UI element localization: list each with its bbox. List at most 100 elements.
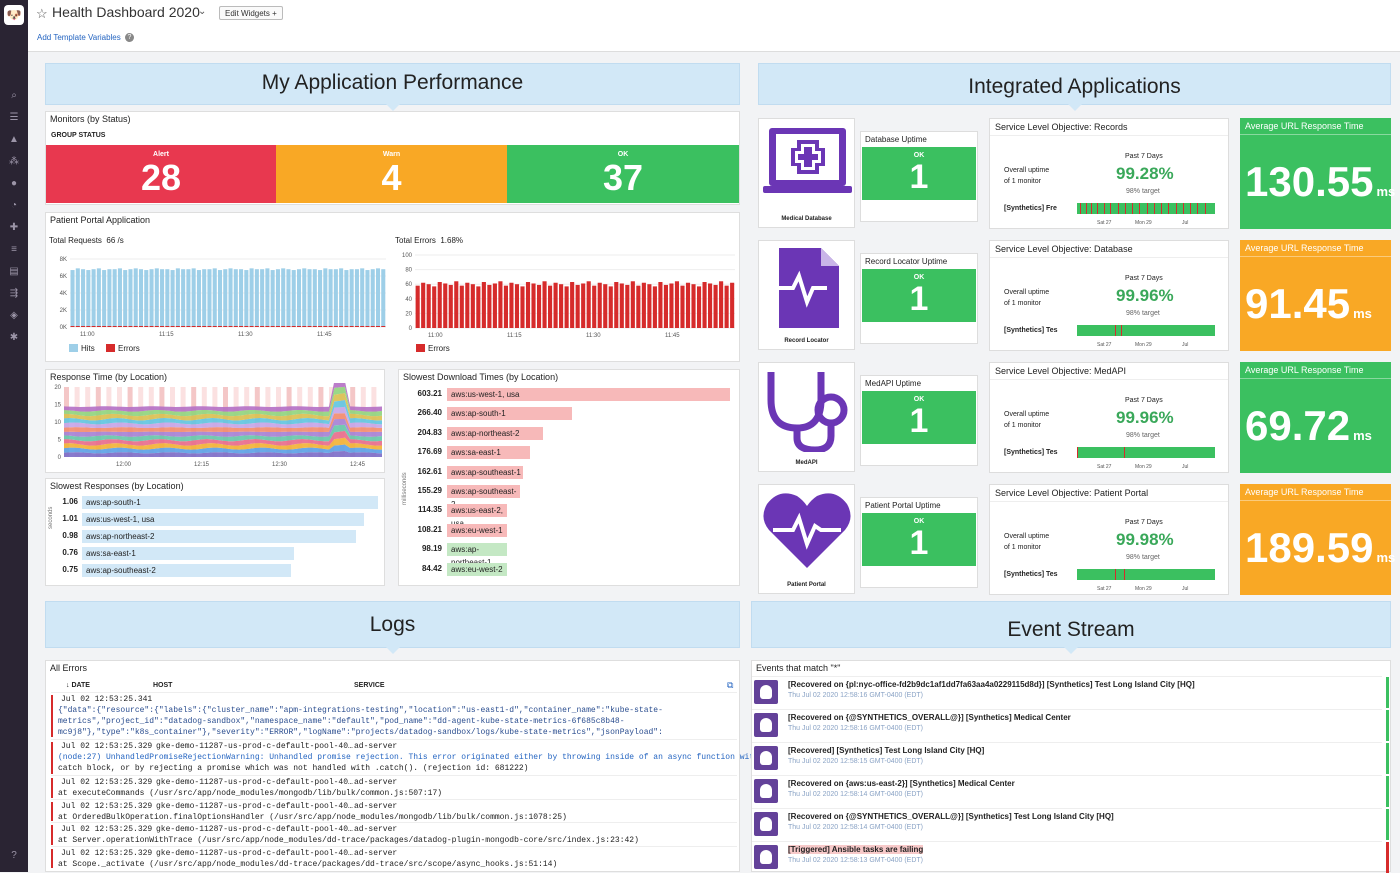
log-message: metrics","project_id":"datadog-sandbox",… (58, 717, 625, 726)
shield-icon[interactable]: ◈ (10, 310, 18, 321)
app-card[interactable]: MedAPI (758, 362, 855, 472)
help-icon[interactable]: ? (125, 33, 134, 42)
datadog-logo-icon[interactable]: 🐶 (4, 5, 24, 25)
event-title[interactable]: [Triggered] Ansible tasks are failing (788, 845, 924, 854)
notebook-icon[interactable]: ▤ (9, 266, 19, 277)
col-date[interactable]: ↓ DATE (66, 682, 90, 689)
bar-row[interactable]: aws:ap-southeast-2 (82, 564, 292, 577)
list-icon[interactable]: ☰ (9, 112, 19, 123)
error-bar (51, 742, 53, 774)
bar-row[interactable]: aws:ap-southeast-1 (447, 465, 524, 479)
errors-bar (202, 326, 207, 327)
event-title[interactable]: [Recovered on {pl:nyc-office-fd2b9dc1af1… (788, 680, 1195, 689)
bar-row[interactable]: aws:eu-west-2 (447, 562, 507, 576)
help-icon[interactable]: ? (11, 850, 17, 861)
legend-errors: Errors (106, 344, 140, 353)
bar-row[interactable]: aws:us-west-1, usa (447, 388, 730, 401)
event-item[interactable]: [Recovered on {aws:us-east-2}] [Syntheti… (752, 775, 1389, 807)
bar-row[interactable]: aws:ap-southeast-2 (447, 485, 520, 509)
bar-row[interactable]: aws:ap-northeast-2 (447, 426, 544, 440)
bar-row[interactable]: aws:ap-south-1 (447, 407, 572, 421)
puzzle-icon[interactable]: ✚ (9, 222, 19, 233)
col-service[interactable]: SERVICE (354, 682, 385, 689)
event-title[interactable]: [Recovered on {@SYNTHETICS_OVERALL@}] [S… (788, 812, 1114, 821)
bar-row[interactable]: aws:eu-west-1 (447, 523, 507, 537)
event-item[interactable]: [Recovered on {pl:nyc-office-fd2b9dc1af1… (752, 676, 1389, 708)
app-card[interactable]: Record Locator (758, 240, 855, 350)
open-external-icon[interactable]: ⧉ (727, 680, 734, 690)
chart-icon[interactable]: ▲ (9, 134, 19, 145)
logs-icon[interactable]: ≡ (11, 244, 17, 255)
errors-bar (70, 326, 75, 327)
event-item[interactable]: [Recovered on {@SYNTHETICS_OVERALL@}] [S… (752, 709, 1389, 741)
event-item[interactable]: [Recovered] [Synthetics] Test Long Islan… (752, 742, 1389, 774)
app-card[interactable]: Patient Portal (758, 484, 855, 594)
add-template-variables-link[interactable]: Add Template Variables (37, 33, 121, 42)
gauge-icon[interactable]: ◔ (10, 200, 18, 211)
bar-row[interactable]: aws:sa-east-1 (82, 547, 295, 560)
errors-bar (465, 282, 470, 328)
bar-row[interactable]: aws:ap-northeast-1 (447, 543, 507, 567)
nodes-icon[interactable]: ⁂ (9, 156, 19, 167)
dashboard-title[interactable]: Health Dashboard 2020 (52, 4, 200, 20)
widget-title: Response Time (by Location) (50, 372, 168, 382)
chevron-down-icon[interactable]: ⌄ (198, 6, 207, 17)
errors-bar (249, 326, 254, 327)
event-item[interactable]: [Recovered on {@SYNTHETICS_OVERALL@}] [S… (752, 808, 1389, 840)
widget-title: Slowest Download Times (by Location) (403, 372, 559, 382)
log-row[interactable]: Jul 02 12:53:25.341{"data":{"resource":{… (51, 692, 737, 738)
hits-bar (170, 270, 175, 327)
event-title[interactable]: [Recovered on {@SYNTHETICS_OVERALL@}] [S… (788, 713, 1071, 722)
errors-bar (542, 281, 547, 328)
errors-bar (265, 326, 270, 327)
errors-bar (191, 326, 196, 327)
bar-row[interactable]: aws:ap-northeast-2 (82, 530, 356, 543)
errors-bar (696, 286, 702, 328)
gear-icon[interactable]: ✱ (9, 332, 19, 343)
synthetics-icon[interactable]: ⇶ (9, 288, 19, 299)
legend-errors-2: Errors (416, 344, 450, 353)
event-title[interactable]: [Recovered] [Synthetics] Test Long Islan… (788, 746, 985, 755)
binoculars-icon[interactable]: ⌕ (11, 90, 17, 101)
bar-row[interactable]: aws:sa-east-1 (447, 446, 530, 460)
log-time: Jul 02 12:53:25.329 (61, 825, 153, 834)
col-host[interactable]: HOST (153, 682, 173, 689)
bar-row[interactable]: aws:ap-south-1 (82, 496, 378, 509)
hits-bar (96, 268, 101, 327)
edit-widgets-button[interactable]: Edit Widgets + (219, 6, 283, 20)
alert-icon[interactable]: ● (10, 178, 18, 189)
bar-row[interactable]: aws:us-west-1, usa (82, 513, 365, 526)
bar-row[interactable]: aws:us-east-2, usa (447, 504, 507, 528)
uptime-bar (1077, 447, 1215, 458)
app-card[interactable]: Medical Database (758, 118, 855, 228)
errors-bar (312, 326, 317, 327)
event-title[interactable]: [Recovered on {aws:us-east-2}] [Syntheti… (788, 779, 1015, 788)
favorite-star-icon[interactable]: ☆ (36, 6, 48, 21)
datadog-avatar-icon (754, 779, 778, 803)
